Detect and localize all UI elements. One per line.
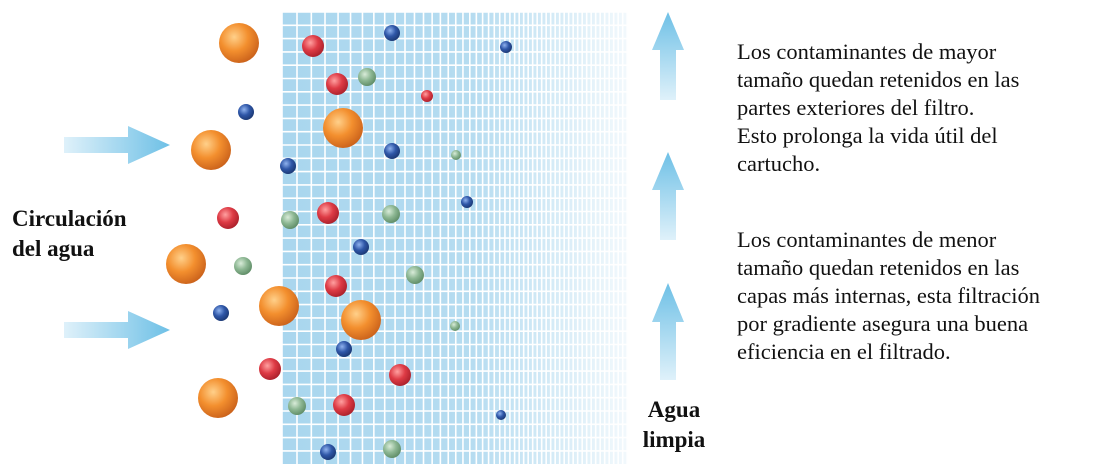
description-line: partes exteriores del filtro. — [737, 95, 975, 120]
small-particle — [406, 266, 424, 284]
outflow-arrow — [652, 12, 684, 100]
description-line: tamaño quedan retenidos en las — [737, 255, 1020, 280]
medium-particle — [217, 207, 239, 229]
large-particle — [191, 130, 231, 170]
medium-particle — [333, 394, 355, 416]
small-particle — [336, 341, 352, 357]
water-flow-label: Circulación del agua — [12, 204, 172, 264]
large-particle — [219, 23, 259, 63]
clean-water-label-line: limpia — [642, 427, 706, 452]
small-particle — [496, 410, 506, 420]
small-particle — [238, 104, 254, 120]
large-particle — [259, 286, 299, 326]
medium-particle — [389, 364, 411, 386]
small-particle — [384, 25, 400, 41]
small-particle — [213, 305, 229, 321]
filter-mesh — [281, 11, 628, 464]
description-line: capas más internas, esta filtración — [737, 283, 1041, 308]
small-particle — [461, 196, 473, 208]
small-particle — [234, 257, 252, 275]
medium-particle — [317, 202, 339, 224]
description-line: Los contaminantes de mayor — [737, 39, 997, 64]
clean-water-label-line: Agua — [647, 397, 701, 422]
medium-particle — [259, 358, 281, 380]
small-particle — [500, 41, 512, 53]
small-particle — [353, 239, 369, 255]
large-particle — [323, 108, 363, 148]
description-line: por gradiente asegura una buena — [737, 311, 1029, 336]
small-contaminants-description: Los contaminantes de menor tamaño quedan… — [737, 226, 1107, 366]
description-line: eficiencia en el filtrado. — [737, 339, 951, 364]
small-particle — [421, 90, 433, 102]
water-flow-label-line: del agua — [12, 236, 95, 261]
small-particle — [384, 143, 400, 159]
clean-water-label: Agua limpia — [636, 395, 712, 455]
small-particle — [280, 158, 296, 174]
outflow-arrow — [652, 283, 684, 380]
description-line: Los contaminantes de menor — [737, 227, 997, 252]
large-particle — [198, 378, 238, 418]
medium-particle — [326, 73, 348, 95]
water-flow-label-line: Circulación — [12, 206, 127, 231]
small-particle — [288, 397, 306, 415]
large-particle — [341, 300, 381, 340]
large-contaminants-description: Los contaminantes de mayor tamaño quedan… — [737, 38, 1107, 178]
small-particle — [450, 321, 460, 331]
medium-particle — [302, 35, 324, 57]
outflow-arrow — [652, 152, 684, 240]
description-line: tamaño quedan retenidos en las — [737, 67, 1020, 92]
description-line: cartucho. — [737, 151, 821, 176]
small-particle — [358, 68, 376, 86]
small-particle — [320, 444, 336, 460]
inflow-arrow — [64, 126, 170, 164]
small-particle — [451, 150, 461, 160]
small-particle — [382, 205, 400, 223]
medium-particle — [325, 275, 347, 297]
small-particle — [281, 211, 299, 229]
contaminant-particles — [166, 23, 512, 460]
description-line: Esto prolonga la vida útil del — [737, 123, 998, 148]
large-particle — [166, 244, 206, 284]
small-particle — [383, 440, 401, 458]
inflow-arrow — [64, 311, 170, 349]
